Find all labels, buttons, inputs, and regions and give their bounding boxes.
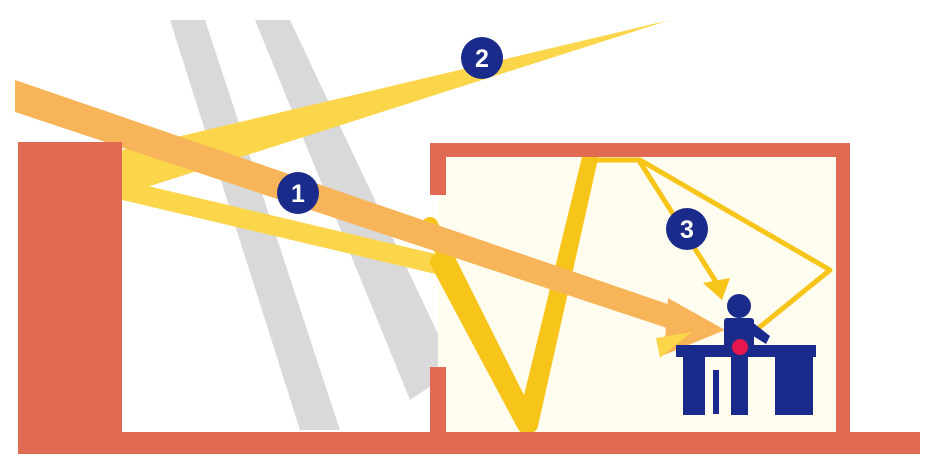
marker-2: 2 — [461, 37, 503, 79]
occupant-legs — [731, 355, 748, 415]
marker-3: 3 — [666, 208, 708, 250]
building-walls — [18, 142, 920, 454]
occupant-torso — [724, 318, 754, 348]
marker-3-label: 3 — [680, 216, 694, 244]
marker-2-circle — [461, 37, 503, 79]
occupant-head — [727, 294, 751, 318]
ray-1-body — [15, 80, 685, 334]
desk-right-leg — [775, 357, 813, 415]
ray-2-arrowhead — [656, 332, 692, 358]
marker-1-label: 1 — [291, 180, 305, 208]
marker-2-label: 2 — [475, 45, 489, 73]
occupant-arm — [750, 322, 770, 344]
ground-slab — [18, 432, 920, 454]
bounce-ray-thin — [589, 157, 833, 338]
occupant-heat-point — [732, 339, 748, 355]
window-upper-frame — [430, 143, 446, 195]
reflected-sun-ray — [122, 20, 670, 275]
ray-2-reflected — [122, 180, 440, 275]
marker-3-circle — [666, 208, 708, 250]
ray-2-incoming — [122, 20, 670, 195]
marker-1-circle — [277, 172, 319, 214]
occupant-chair — [713, 370, 719, 414]
room-right-wall — [836, 143, 850, 443]
overhang-wall — [18, 142, 122, 432]
window-lower-frame — [430, 367, 446, 437]
ray-3-arrowhead — [703, 278, 730, 300]
desk-left-leg — [683, 357, 705, 415]
bounce-ray-thick — [422, 150, 598, 433]
marker-1: 1 — [277, 172, 319, 214]
room-roof — [430, 143, 850, 157]
